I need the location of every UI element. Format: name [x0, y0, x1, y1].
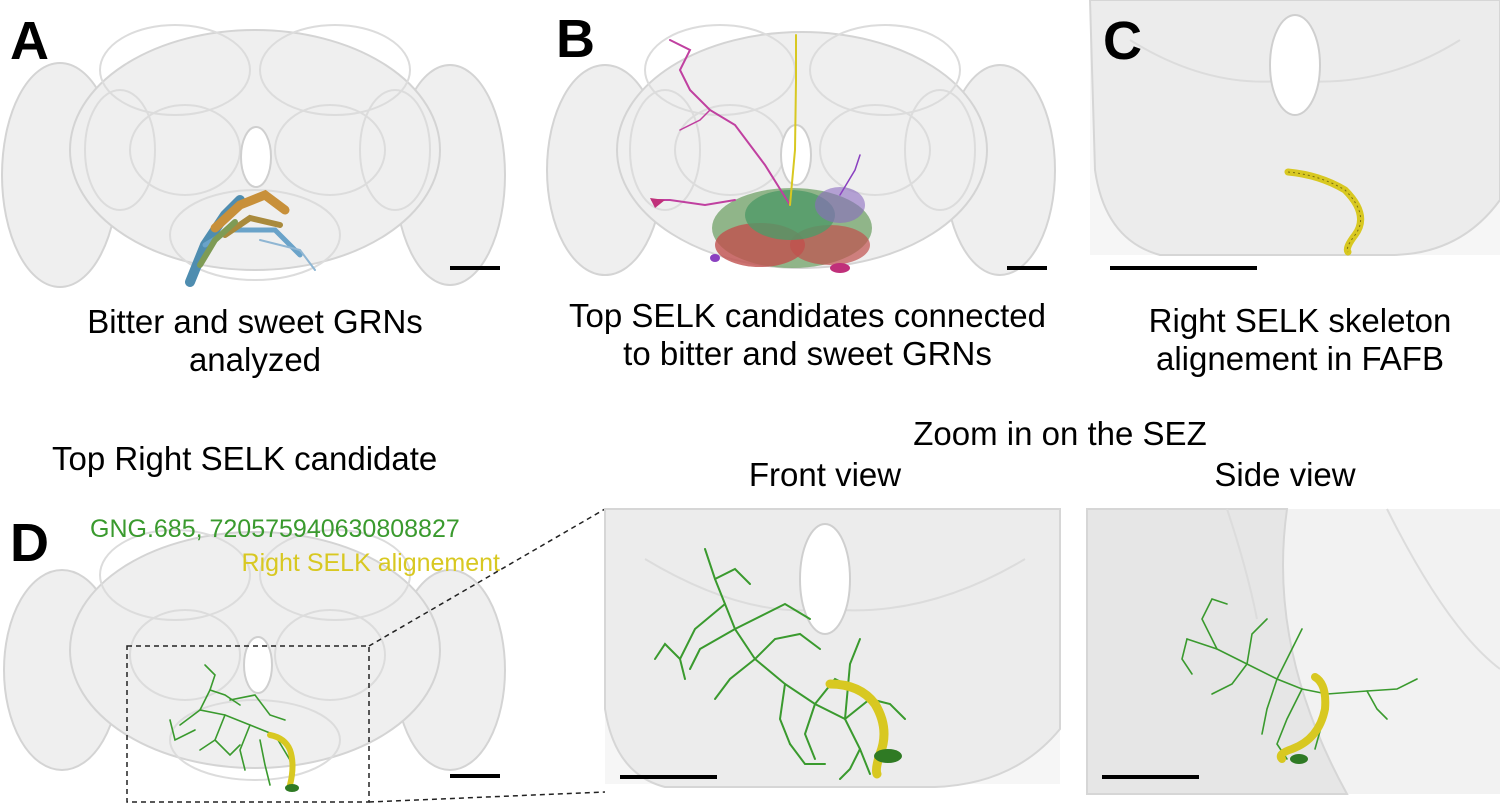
panel-d-title: Top Right SELK candidate	[52, 440, 438, 477]
caption-b: Top SELK candidates connected to bitter …	[545, 297, 1070, 373]
caption-a-line1: Bitter and sweet GRNs	[87, 303, 423, 340]
panel-letter-a: A	[10, 11, 49, 71]
neuron-id-label: GNG.685, 720575940630808827	[90, 515, 460, 543]
front-view-title: Front view	[748, 456, 902, 493]
brain-render-d	[3, 529, 506, 792]
zoom-title: Zoom in on the SEZ	[913, 415, 1207, 452]
caption-b-line2: to bitter and sweet GRNs	[623, 334, 992, 372]
caption-a: Bitter and sweet GRNs analyzed	[20, 303, 490, 379]
caption-c-line1: Right SELK skeleton	[1148, 302, 1452, 339]
panel-letter-b: B	[556, 9, 595, 69]
caption-a-line2: analyzed	[188, 340, 322, 378]
brain-render-b	[546, 24, 1056, 276]
front-view-render	[604, 508, 1061, 788]
panel-letter-c: C	[1103, 11, 1142, 71]
panel-letter-d: D	[10, 513, 49, 573]
side-view-title: Side view	[1214, 456, 1356, 493]
brain-render-a	[1, 24, 506, 288]
caption-c-line2: alignement in FAFB	[1156, 339, 1444, 377]
caption-b-line1: Top SELK candidates connected	[568, 297, 1046, 334]
brain-render-c	[1088, 0, 1500, 270]
alignment-label: Right SELK alignement	[241, 549, 500, 577]
caption-c: Right SELK skeleton alignement in FAFB	[1110, 302, 1490, 378]
side-view-render	[1086, 508, 1500, 795]
